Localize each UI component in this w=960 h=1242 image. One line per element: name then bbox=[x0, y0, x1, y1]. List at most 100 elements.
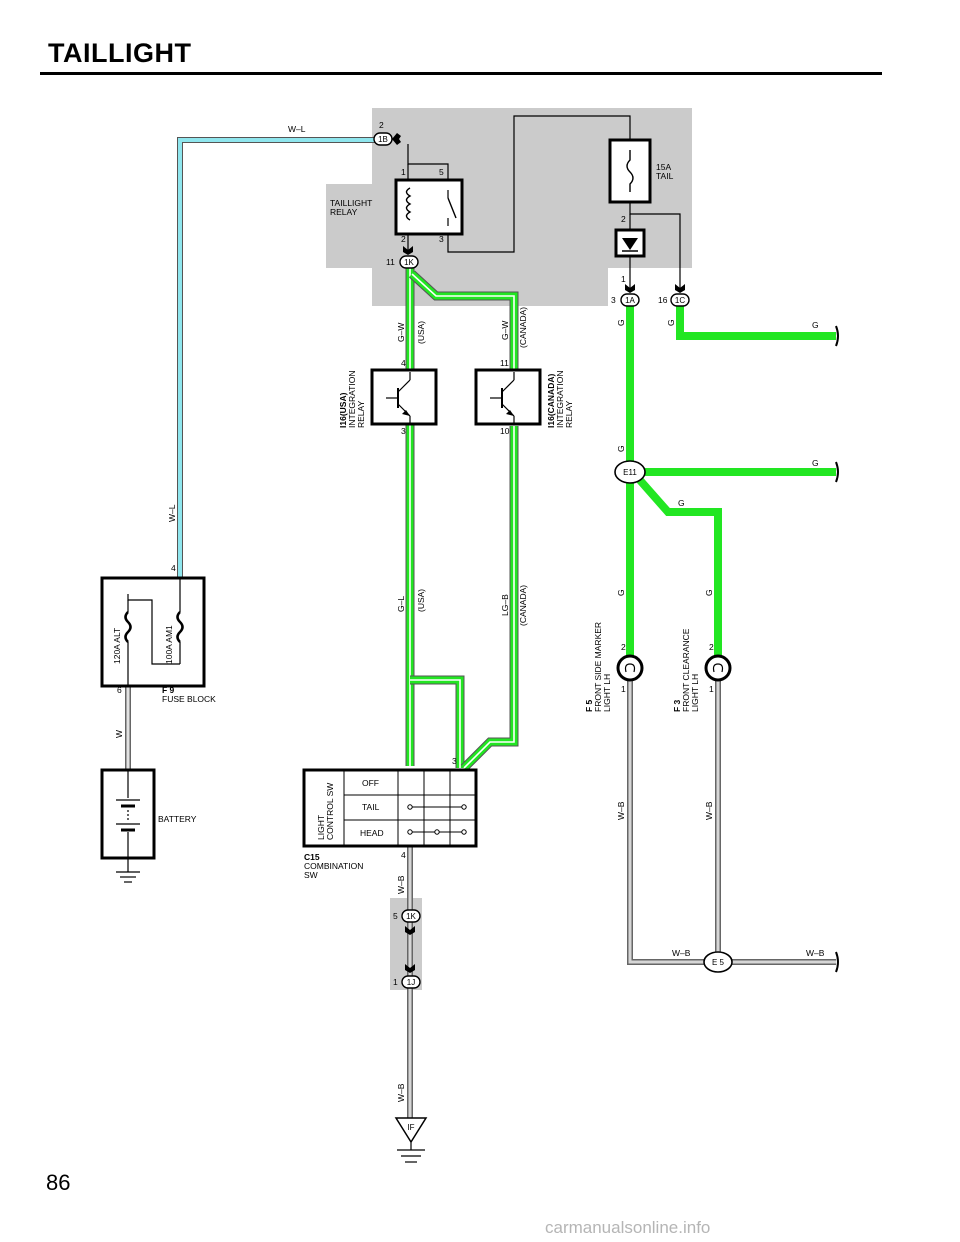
connector-1A: 1A bbox=[620, 284, 640, 307]
label-g-clearance: G bbox=[704, 589, 714, 596]
label-w: W bbox=[114, 730, 124, 738]
pin-1j-1: 1 bbox=[393, 977, 398, 987]
front-clearance-lamp bbox=[704, 654, 732, 682]
label-w-b-clearance: W–B bbox=[704, 801, 714, 820]
battery bbox=[100, 768, 156, 883]
pin-1k-11: 11 bbox=[386, 257, 395, 267]
label-w-b-marker: W–B bbox=[616, 801, 626, 820]
connector-1J-label: 1J bbox=[407, 978, 415, 987]
pin-clearance-2: 2 bbox=[709, 642, 714, 652]
wire-g-l-usa bbox=[410, 675, 465, 768]
splice-E5-label: E 5 bbox=[712, 958, 725, 967]
taillight-relay bbox=[394, 178, 464, 236]
label-g-diagonal: G bbox=[678, 498, 685, 508]
label-clearance-code: F 3 bbox=[672, 699, 682, 712]
tail-fuse bbox=[608, 138, 652, 204]
label-combination-code: C15 bbox=[304, 852, 320, 862]
label-g-e11-above: G bbox=[616, 445, 626, 452]
label-g-marker: G bbox=[616, 589, 626, 596]
page-title: TAILLIGHT bbox=[48, 38, 192, 68]
splice-E11-label: E11 bbox=[623, 468, 637, 477]
label-w-l-top: W–L bbox=[288, 124, 306, 134]
pin-fuse-2: 2 bbox=[621, 214, 626, 224]
label-g-l: G–L bbox=[396, 596, 406, 612]
pin-1k-5: 5 bbox=[393, 911, 398, 921]
ground-IF: IF bbox=[394, 1117, 428, 1163]
pin-usa-3: 3 bbox=[401, 426, 406, 436]
junction-internal-wiring bbox=[407, 115, 681, 292]
splice-E5: E 5 bbox=[703, 951, 733, 973]
label-usa-top: (USA) bbox=[416, 321, 426, 344]
label-switch-head: HEAD bbox=[360, 828, 384, 838]
light-control-switch bbox=[302, 768, 478, 848]
label-switch-off: OFF bbox=[362, 778, 379, 788]
connector-1A-label: 1A bbox=[625, 296, 635, 305]
pin-1a-3: 3 bbox=[611, 295, 616, 305]
pin-1b-2: 2 bbox=[379, 120, 384, 130]
label-battery: BATTERY bbox=[158, 814, 197, 824]
label-integration-canada-1: INTEGRATION bbox=[555, 371, 565, 428]
label-clearance-2: LIGHT LH bbox=[690, 674, 700, 712]
pin-relay-5: 5 bbox=[439, 167, 444, 177]
label-g-w-canada: G–W bbox=[500, 321, 510, 340]
label-fuse-block-name: FUSE BLOCK bbox=[162, 694, 216, 704]
label-combination-1: COMBINATION bbox=[304, 861, 363, 871]
connector-1C: 1C bbox=[670, 284, 690, 307]
connector-1K-top-label: 1K bbox=[404, 258, 414, 267]
label-integration-usa-code: I16(USA) bbox=[338, 392, 348, 428]
label-clearance-1: FRONT CLEARANCE bbox=[681, 628, 691, 712]
wire-w-l bbox=[177, 137, 380, 578]
connector-1K-bottom-label: 1K bbox=[406, 912, 416, 921]
label-fuse-alt: 120A ALT bbox=[112, 628, 122, 664]
label-integration-canada-code: I16(CANADA) bbox=[546, 374, 556, 428]
label-integration-usa-1: INTEGRATION bbox=[347, 371, 357, 428]
connector-1B-label: 1B bbox=[378, 135, 388, 144]
fuse-block bbox=[100, 576, 206, 688]
pin-fuse-6: 6 bbox=[117, 685, 122, 695]
pin-fuse-4: 4 bbox=[171, 563, 176, 573]
pin-1c-16: 16 bbox=[658, 295, 668, 305]
pin-marker-2: 2 bbox=[621, 642, 626, 652]
pin-relay-2: 2 bbox=[401, 234, 406, 244]
watermark: carmanualsonline.info bbox=[545, 1218, 711, 1237]
label-fuse-tail-2: TAIL bbox=[656, 171, 674, 181]
label-canada-top: (CANADA) bbox=[518, 307, 528, 348]
label-w-b-ground: W–B bbox=[396, 1083, 406, 1102]
connector-1K-bottom: 1K bbox=[401, 909, 421, 935]
label-w-b-switch: W–B bbox=[396, 875, 406, 894]
pin-marker-1: 1 bbox=[621, 684, 626, 694]
wire-g-main bbox=[626, 304, 836, 656]
page-number: 86 bbox=[46, 1170, 71, 1195]
pin-relay-1: 1 bbox=[401, 167, 406, 177]
continuation-marks bbox=[835, 325, 839, 973]
connector-1K-top: 1K bbox=[399, 246, 419, 269]
diode bbox=[614, 228, 646, 258]
label-light-control-2: CONTROL SW bbox=[325, 783, 335, 840]
integration-relay-usa bbox=[370, 368, 438, 426]
pin-switch-3: 3 bbox=[452, 756, 457, 766]
wire-w-b bbox=[407, 680, 836, 1118]
pin-diode-1: 1 bbox=[621, 274, 626, 284]
label-g-right-top: G bbox=[812, 320, 819, 330]
integration-relay-canada bbox=[474, 368, 542, 426]
connector-1B: 1B bbox=[373, 132, 401, 146]
pin-usa-4: 4 bbox=[401, 358, 406, 368]
wire-g-w-canada bbox=[408, 270, 519, 370]
label-integration-canada-2: RELAY bbox=[564, 400, 574, 428]
pin-canada-10: 10 bbox=[500, 426, 510, 436]
label-g-right-mid: G bbox=[812, 458, 819, 468]
label-g-w-usa: G–W bbox=[396, 323, 406, 342]
label-fuse-am1: 100A AM1 bbox=[164, 625, 174, 664]
ground-IF-label: IF bbox=[407, 1123, 414, 1132]
label-w-l-vertical: W–L bbox=[167, 504, 177, 522]
title-rule bbox=[40, 72, 882, 75]
label-switch-tail: TAIL bbox=[362, 802, 380, 812]
connector-1J: 1J bbox=[401, 964, 421, 989]
label-w-b-e5-left: W–B bbox=[672, 948, 691, 958]
label-usa-bottom: (USA) bbox=[416, 589, 426, 612]
label-side-marker-code: F 5 bbox=[584, 699, 594, 712]
label-combination-2: SW bbox=[304, 870, 318, 880]
label-w-b-e5-right: W–B bbox=[806, 948, 825, 958]
pin-relay-3: 3 bbox=[439, 234, 444, 244]
